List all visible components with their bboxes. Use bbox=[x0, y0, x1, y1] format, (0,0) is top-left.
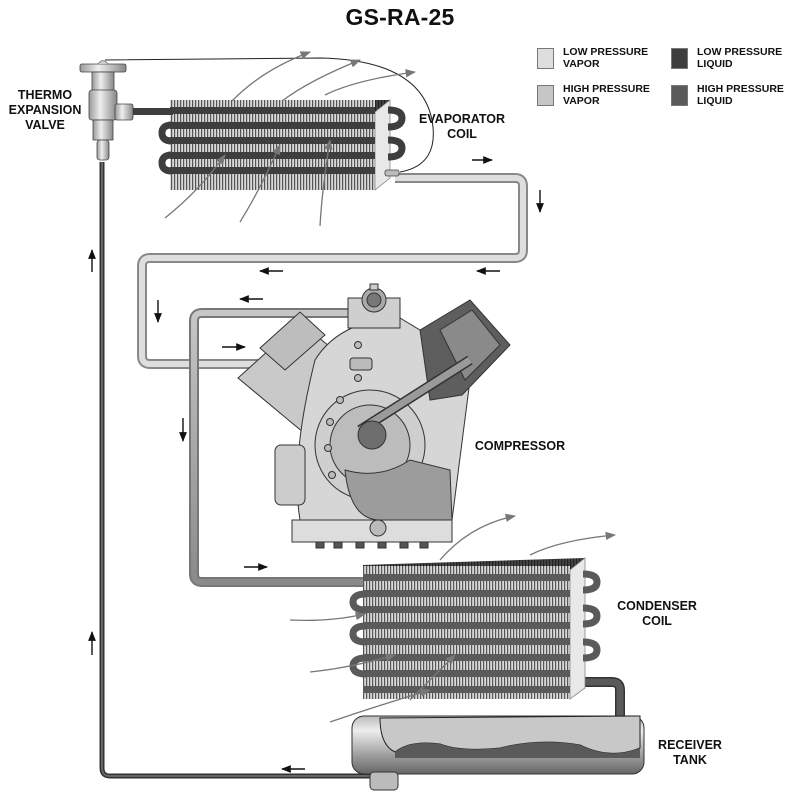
condenser-airflow bbox=[289, 513, 617, 723]
legend-low-pressure-vapor: LOW PRESSURE VAPOR bbox=[537, 46, 648, 70]
legend-swatch bbox=[671, 48, 688, 69]
receiver-tank bbox=[351, 715, 645, 791]
expansion-valve-label: THERMO EXPANSION VALVE bbox=[8, 88, 82, 132]
compressor bbox=[237, 283, 511, 549]
legend-label: VAPOR bbox=[563, 58, 600, 70]
legend-low-pressure-liquid: LOW PRESSURE LIQUID bbox=[671, 46, 782, 70]
legend-swatch bbox=[671, 85, 688, 106]
legend-high-pressure-vapor: HIGH PRESSURE VAPOR bbox=[537, 83, 650, 107]
compressor-label: COMPRESSOR bbox=[474, 439, 566, 453]
legend-label: HIGH PRESSURE bbox=[563, 83, 650, 95]
legend-swatch bbox=[537, 48, 554, 69]
flow-arrows bbox=[88, 156, 544, 773]
legend-label: LOW PRESSURE bbox=[563, 46, 649, 58]
legend-label: LIQUID bbox=[697, 95, 733, 107]
legend-swatch bbox=[537, 85, 554, 106]
receiver-tank-label: RECEIVER TANK bbox=[658, 738, 722, 767]
condenser-coil bbox=[349, 557, 601, 700]
evaporator-airflow bbox=[164, 51, 417, 227]
thermo-expansion-valve bbox=[79, 60, 134, 161]
legend-label: LOW PRESSURE bbox=[697, 46, 783, 58]
diagram-title: GS-RA-25 bbox=[345, 4, 455, 30]
legend-high-pressure-liquid: HIGH PRESSURE LIQUID bbox=[671, 83, 784, 107]
legend-label: HIGH PRESSURE bbox=[697, 83, 784, 95]
legend-label: LIQUID bbox=[697, 58, 733, 70]
evaporator-coil-label: EVAPORATOR COIL bbox=[418, 112, 506, 141]
condenser-coil-label: CONDENSER COIL bbox=[617, 599, 697, 628]
legend-label: VAPOR bbox=[563, 95, 600, 107]
evaporator-coil bbox=[158, 99, 406, 191]
